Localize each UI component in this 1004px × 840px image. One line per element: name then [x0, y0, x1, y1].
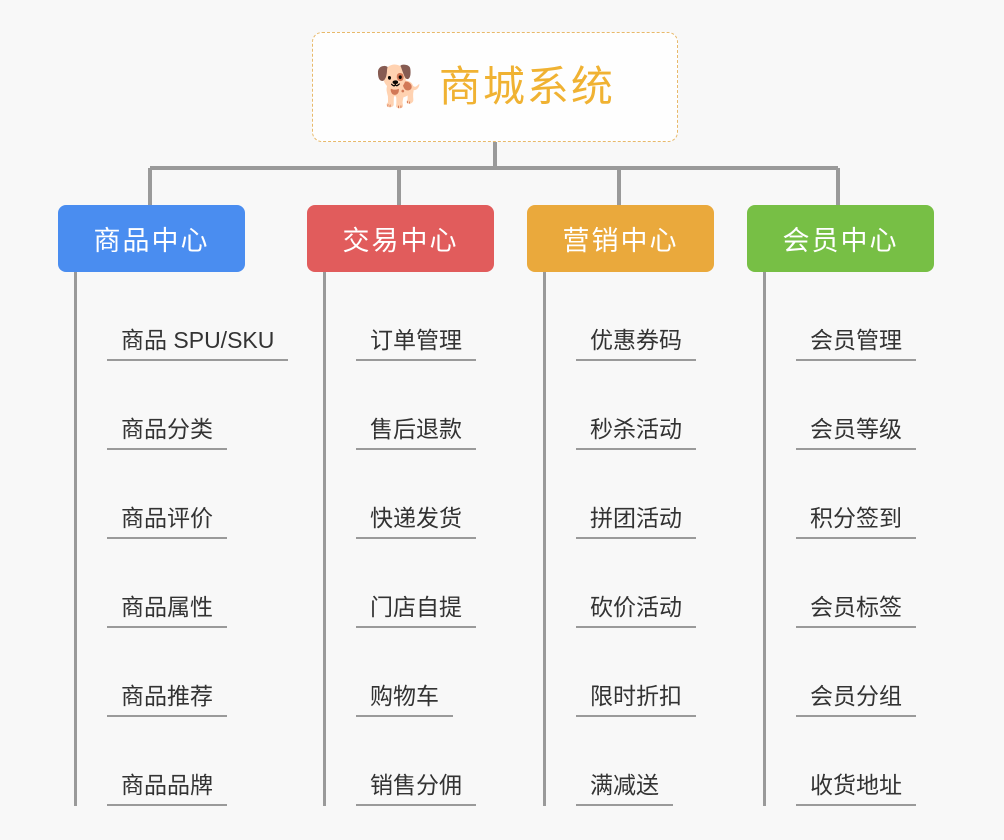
- list-item[interactable]: 商品品牌: [77, 717, 258, 806]
- list-item[interactable]: 商品 SPU/SKU: [77, 272, 289, 361]
- list-item-label: 秒杀活动: [576, 415, 696, 450]
- list-item-label: 商品属性: [107, 593, 227, 628]
- branch-member-center: 会员中心 会员管理 会员等级 积分签到 会员标签 会员分组 收货地址: [747, 205, 947, 806]
- list-item[interactable]: 订单管理: [326, 272, 507, 361]
- branch-header-member-center[interactable]: 会员中心: [747, 205, 934, 272]
- list-item-label: 快递发货: [356, 504, 476, 539]
- list-item-label: 会员等级: [796, 415, 916, 450]
- root-node[interactable]: 🐕 商城系统: [312, 32, 678, 142]
- list-item[interactable]: 秒杀活动: [546, 361, 727, 450]
- list-item-label: 优惠券码: [576, 326, 696, 361]
- shiba-dog-face-icon: 🐕: [375, 65, 425, 109]
- list-item-label: 砍价活动: [576, 593, 696, 628]
- list-item-label: 收货地址: [796, 771, 916, 806]
- list-item-label: 拼团活动: [576, 504, 696, 539]
- list-item-label: 商品品牌: [107, 771, 227, 806]
- list-item[interactable]: 会员分组: [766, 628, 947, 717]
- branch-marketing-center: 营销中心 优惠券码 秒杀活动 拼团活动 砍价活动 限时折扣 满减送: [527, 205, 727, 806]
- list-item[interactable]: 限时折扣: [546, 628, 727, 717]
- list-item[interactable]: 优惠券码: [546, 272, 727, 361]
- list-item-label: 限时折扣: [576, 682, 696, 717]
- list-item[interactable]: 会员管理: [766, 272, 947, 361]
- list-item[interactable]: 商品分类: [77, 361, 258, 450]
- list-item[interactable]: 会员标签: [766, 539, 947, 628]
- list-item-label: 会员分组: [796, 682, 916, 717]
- list-item-label: 订单管理: [356, 326, 476, 361]
- branch-items-product-center: 商品 SPU/SKU 商品分类 商品评价 商品属性 商品推荐 商品品牌: [74, 272, 289, 806]
- list-item-label: 商品评价: [107, 504, 227, 539]
- list-item-label: 售后退款: [356, 415, 476, 450]
- branch-items-trade-center: 订单管理 售后退款 快递发货 门店自提 购物车 销售分佣: [323, 272, 507, 806]
- list-item-label: 商品分类: [107, 415, 227, 450]
- list-item[interactable]: 门店自提: [326, 539, 507, 628]
- list-item-label: 商品推荐: [107, 682, 227, 717]
- list-item[interactable]: 会员等级: [766, 361, 947, 450]
- list-item-label: 会员管理: [796, 326, 916, 361]
- branch-product-center: 商品中心 商品 SPU/SKU 商品分类 商品评价 商品属性 商品推荐 商品品牌: [58, 205, 289, 806]
- branch-trade-center: 交易中心 订单管理 售后退款 快递发货 门店自提 购物车 销售分佣: [307, 205, 507, 806]
- list-item-label: 商品 SPU/SKU: [107, 326, 289, 361]
- list-item-label: 会员标签: [796, 593, 916, 628]
- list-item[interactable]: 商品推荐: [77, 628, 258, 717]
- branch-items-marketing-center: 优惠券码 秒杀活动 拼团活动 砍价活动 限时折扣 满减送: [543, 272, 727, 806]
- list-item[interactable]: 商品属性: [77, 539, 258, 628]
- root-title: 商城系统: [438, 63, 615, 110]
- list-item-label: 购物车: [356, 682, 453, 717]
- list-item[interactable]: 砍价活动: [546, 539, 727, 628]
- list-item[interactable]: 商品评价: [77, 450, 258, 539]
- list-item-label: 积分签到: [796, 504, 916, 539]
- branch-header-product-center[interactable]: 商品中心: [58, 205, 245, 272]
- list-item[interactable]: 售后退款: [326, 361, 507, 450]
- list-item-label: 销售分佣: [356, 771, 476, 806]
- list-item[interactable]: 积分签到: [766, 450, 947, 539]
- list-item[interactable]: 收货地址: [766, 717, 947, 806]
- list-item[interactable]: 满减送: [546, 717, 727, 806]
- branch-header-marketing-center[interactable]: 营销中心: [527, 205, 714, 272]
- list-item[interactable]: 销售分佣: [326, 717, 507, 806]
- list-item-label: 门店自提: [356, 593, 476, 628]
- list-item-label: 满减送: [576, 771, 673, 806]
- list-item[interactable]: 购物车: [326, 628, 507, 717]
- branch-header-trade-center[interactable]: 交易中心: [307, 205, 494, 272]
- branch-items-member-center: 会员管理 会员等级 积分签到 会员标签 会员分组 收货地址: [763, 272, 947, 806]
- list-item[interactable]: 拼团活动: [546, 450, 727, 539]
- list-item[interactable]: 快递发货: [326, 450, 507, 539]
